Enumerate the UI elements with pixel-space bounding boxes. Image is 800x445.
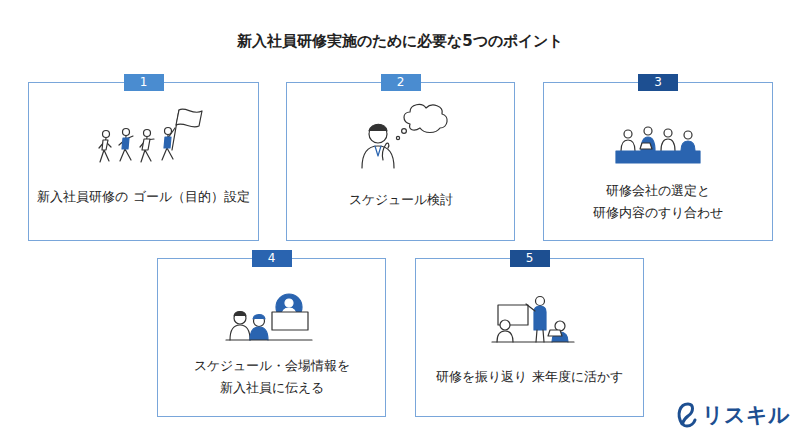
point-text: 研修会社の選定と 研修内容のすり合わせ xyxy=(550,180,766,224)
logo-text: リスキル xyxy=(702,401,790,429)
online-meeting-illustration xyxy=(226,294,312,340)
point-box: 5研修を振り返り 来年度に活かす xyxy=(415,258,644,417)
callout-number: 5 xyxy=(510,250,550,267)
callout-number: 4 xyxy=(252,250,292,267)
thinking-person-illustration xyxy=(362,105,447,168)
logo-mark xyxy=(679,404,695,426)
point-box: 1新入社員研修の ゴール（目的）設定 xyxy=(28,82,259,241)
point-text: 研修を振り返り 来年度に活かす xyxy=(422,366,637,388)
point-box: 4スケジュール・会場情報を 新入社員に伝える xyxy=(157,258,386,417)
point-text: スケジュール検討 xyxy=(293,189,508,211)
point-text: スケジュール・会場情報を 新入社員に伝える xyxy=(164,355,379,399)
callout-number: 2 xyxy=(381,74,421,91)
point-box: 2スケジュール検討 xyxy=(286,82,515,241)
diagram-title: 新入社員研修実施のために必要な5つのポイント xyxy=(0,32,800,51)
callout-number: 1 xyxy=(124,74,164,91)
point-text: 新入社員研修の ゴール（目的）設定 xyxy=(35,186,252,208)
callout-number: 3 xyxy=(638,74,678,91)
meeting-illustration xyxy=(616,127,700,163)
point-box: 3研修会社の選定と 研修内容のすり合わせ xyxy=(543,82,773,241)
presentation-illustration xyxy=(492,297,574,343)
marching-people-illustration xyxy=(99,109,202,162)
